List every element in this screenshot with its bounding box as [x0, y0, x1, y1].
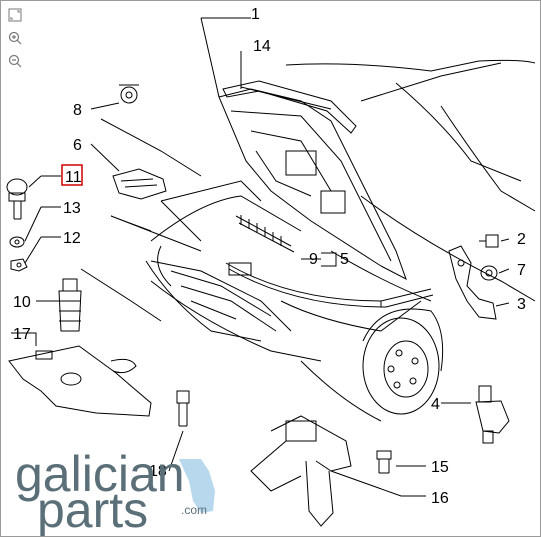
- part-4-striker: [475, 385, 510, 444]
- callout-17[interactable]: 17: [13, 326, 31, 343]
- selected-callout-highlight: [61, 164, 83, 186]
- callout-13[interactable]: 13: [63, 200, 81, 217]
- callout-10[interactable]: 10: [13, 294, 31, 311]
- front-grille: [150, 245, 292, 332]
- callout-labels: 1 14 8 6 11 13 12 10 17 18 9 5 2 7 3 4 1…: [13, 6, 526, 507]
- part-10-stop: [58, 278, 82, 332]
- release-cable: [225, 262, 434, 308]
- watermark-line-1: galician: [15, 446, 185, 502]
- part-3-hinge: [448, 245, 497, 320]
- callout-6[interactable]: 6: [73, 137, 82, 154]
- hood-seal-strip: [222, 80, 357, 134]
- callout-18[interactable]: 18: [149, 463, 167, 480]
- zoom-toolbar: [7, 7, 23, 76]
- fit-page-icon[interactable]: [7, 7, 23, 23]
- callout-12[interactable]: 12: [63, 230, 81, 247]
- part-2-bolt: [479, 234, 499, 248]
- watermark-logo: galician parts .com: [15, 446, 215, 536]
- part-15-screw: [376, 450, 392, 474]
- callout-16[interactable]: 16: [431, 490, 449, 507]
- part-8-plug: [119, 84, 139, 104]
- watermark-line-2: parts: [37, 482, 148, 536]
- car-body: [145, 59, 536, 422]
- callout-1[interactable]: 1: [251, 6, 260, 23]
- part-11-bolt: [6, 178, 28, 220]
- zoom-in-icon[interactable]: [7, 30, 23, 46]
- callout-3[interactable]: 3: [517, 296, 526, 313]
- part-7-nut: [480, 265, 498, 281]
- part-18-bolt: [176, 390, 190, 427]
- part-12-nut: [10, 258, 28, 272]
- callout-2[interactable]: 2: [517, 231, 526, 248]
- callout-14[interactable]: 14: [253, 38, 271, 55]
- callout-11[interactable]: 11: [65, 169, 82, 186]
- hood-panel: [218, 88, 407, 281]
- zoom-out-icon[interactable]: [7, 53, 23, 69]
- callout-8[interactable]: 8: [73, 102, 82, 119]
- watermark-suffix: .com: [181, 503, 207, 517]
- callout-15[interactable]: 15: [431, 459, 449, 476]
- callout-4[interactable]: 4: [431, 396, 440, 413]
- part-17-bracket: [8, 345, 152, 417]
- part-13-washer: [9, 236, 25, 248]
- front-wheel: [362, 308, 444, 415]
- callout-9[interactable]: 9: [309, 251, 318, 268]
- watermark-accent-shape: [179, 459, 215, 513]
- part-6-clip: [112, 168, 167, 200]
- leader-lines: [11, 17, 510, 497]
- callout-5[interactable]: 5: [340, 251, 349, 268]
- part-16-latch: [250, 415, 352, 527]
- callout-7[interactable]: 7: [517, 262, 526, 279]
- hood-support-spring: [235, 215, 295, 253]
